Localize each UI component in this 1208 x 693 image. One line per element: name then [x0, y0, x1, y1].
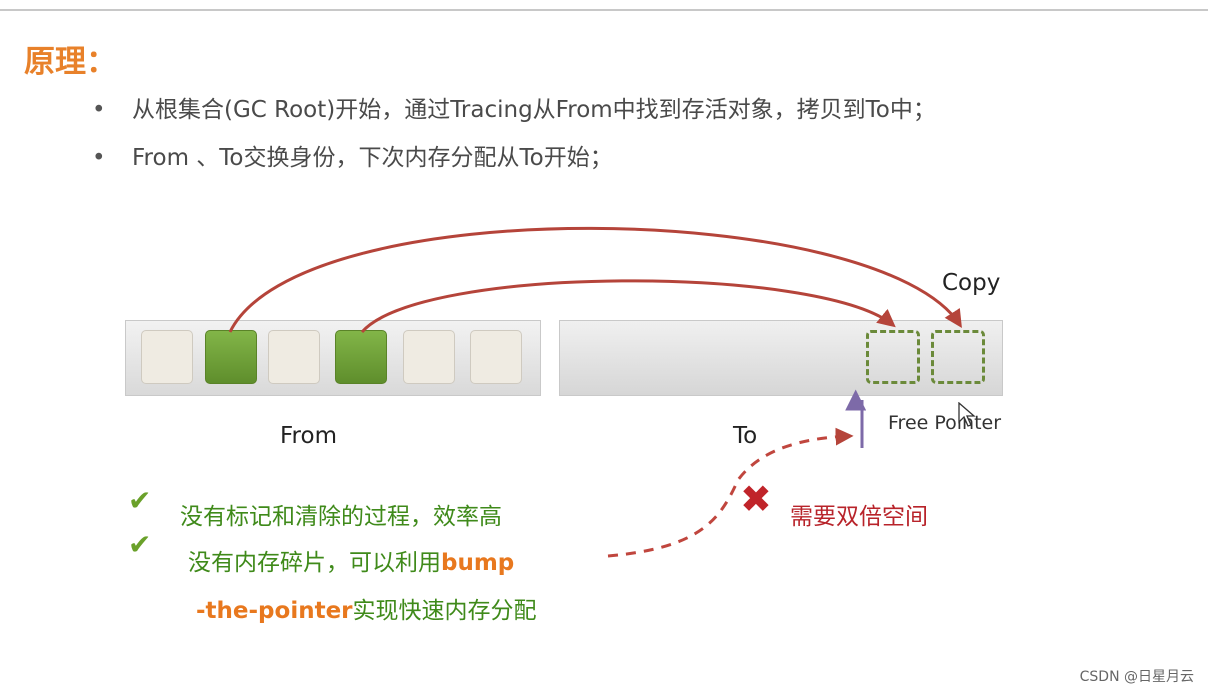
pro-highlight: -the-pointer — [196, 598, 353, 624]
to-slot-2 — [931, 330, 985, 384]
cross-icon: ✖ — [740, 477, 772, 521]
copy-arrow-inner — [360, 279, 896, 333]
copy-label: Copy — [942, 270, 1001, 296]
pro-highlight: bump — [441, 550, 515, 576]
bullet-item-1: • 从根集合(GC Root)开始，通过Tracing从From中找到存活对象，拷… — [92, 90, 936, 124]
pro-no-fragmentation: 没有内存碎片，可以利用bump — [188, 543, 514, 577]
to-slot-1 — [866, 330, 920, 384]
con-double-space: 需要双倍空间 — [790, 504, 928, 530]
bump-pointer-dashed-arrow — [607, 427, 854, 558]
bullet-text: 从根集合(GC Root)开始，通过Tracing从From中找到存活对象，拷贝… — [132, 97, 936, 123]
from-cell-1 — [141, 330, 193, 384]
bullet-text: From 、To交换身份，下次内存分配从To开始； — [132, 145, 613, 171]
check-icon: ✔ — [128, 528, 152, 561]
pro-text: 没有内存碎片，可以利用 — [188, 550, 441, 576]
mouse-cursor-icon — [958, 401, 976, 432]
to-space — [559, 320, 1003, 396]
bullet-dot: • — [92, 97, 106, 123]
check-icon: ✔ — [128, 484, 152, 517]
copy-arrow-outer — [228, 226, 962, 333]
from-cell-5 — [403, 330, 455, 384]
watermark: CSDN @日星月云 — [1079, 669, 1194, 685]
slide-heading: 原理： — [24, 44, 117, 80]
from-cell-2-live — [205, 330, 257, 384]
from-cell-3 — [268, 330, 320, 384]
from-cell-6 — [470, 330, 522, 384]
bullet-dot: • — [92, 145, 106, 171]
pro-text: 实现快速内存分配 — [352, 598, 537, 624]
pro-no-mark-sweep: 没有标记和清除的过程，效率高 — [180, 504, 502, 530]
from-label: From — [280, 423, 337, 449]
pro-bump-pointer: -the-pointer实现快速内存分配 — [196, 591, 537, 625]
free-pointer-label: Free Pointer — [888, 412, 1002, 434]
top-rule — [0, 0, 1208, 11]
bullet-item-2: • From 、To交换身份，下次内存分配从To开始； — [92, 138, 613, 172]
from-cell-4-live — [335, 330, 387, 384]
to-label: To — [733, 423, 758, 449]
